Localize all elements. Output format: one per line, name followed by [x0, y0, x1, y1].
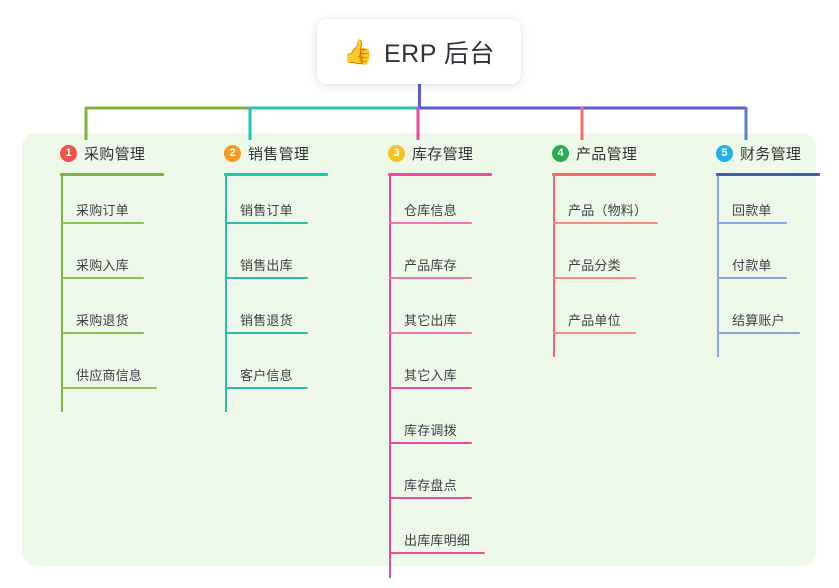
item-rule — [553, 332, 636, 334]
item-label: 结算账户 — [732, 313, 785, 328]
item-rule — [717, 332, 800, 334]
item-label: 客户信息 — [240, 368, 293, 383]
item-label: 供应商信息 — [76, 368, 143, 383]
item-label: 回款单 — [732, 203, 772, 218]
item-rule — [553, 222, 658, 224]
column-finance: 5 财务管理 回款单 付款单 结算账户 — [698, 141, 820, 357]
column-spine — [225, 176, 227, 412]
item-label: 库存盘点 — [404, 478, 457, 493]
item-rule — [61, 387, 157, 389]
item-label: 其它入库 — [404, 368, 457, 383]
column-header[interactable]: 1 采购管理 — [42, 141, 145, 165]
item-label: 付款单 — [732, 258, 772, 273]
item-rule — [61, 277, 144, 279]
column-header-rule — [552, 173, 656, 176]
item-label: 销售出库 — [240, 258, 293, 273]
column-spine — [389, 176, 391, 578]
column-header-rule — [60, 173, 164, 176]
item-label: 产品单位 — [568, 313, 621, 328]
column-header[interactable]: 2 销售管理 — [206, 141, 309, 165]
item-label: 库存调拨 — [404, 423, 457, 438]
item-label: 其它出库 — [404, 313, 457, 328]
item-label: 销售退货 — [240, 313, 293, 328]
root-node-card[interactable]: 👍 ERP 后台 — [317, 19, 521, 84]
thumbs-up-icon: 👍 — [343, 37, 373, 66]
item-rule — [717, 222, 787, 224]
item-rule — [389, 332, 472, 334]
item-rule — [389, 277, 472, 279]
column-title: 财务管理 — [740, 145, 802, 163]
column-spine — [553, 176, 555, 357]
item-label: 仓库信息 — [404, 203, 457, 218]
item-label: 产品（物料） — [568, 203, 648, 218]
column-product: 4 产品管理 产品（物料） 产品分类 产品单位 — [534, 141, 658, 357]
item-rule — [225, 332, 308, 334]
column-title: 产品管理 — [576, 145, 638, 163]
item-rule — [389, 552, 485, 554]
column-badge-1: 1 — [60, 144, 77, 162]
column-badge-2: 2 — [224, 144, 241, 162]
column-title: 库存管理 — [412, 145, 474, 163]
column-header[interactable]: 4 产品管理 — [534, 141, 637, 165]
item-label: 销售订单 — [240, 203, 293, 218]
column-inventory: 3 库存管理 仓库信息 产品库存 其它出库 其它入库 库存调拨 库存盘点 — [370, 141, 492, 578]
item-label: 出库库明细 — [404, 533, 471, 548]
column-header-rule — [388, 173, 492, 176]
column-header-rule — [224, 173, 328, 176]
item-rule — [389, 442, 472, 444]
column-title: 采购管理 — [84, 145, 146, 163]
column-spine — [61, 176, 63, 412]
column-header[interactable]: 5 财务管理 — [698, 141, 801, 165]
column-header-rule — [716, 173, 820, 176]
item-rule — [225, 222, 308, 224]
item-rule — [553, 277, 636, 279]
item-label: 产品库存 — [404, 258, 457, 273]
column-badge-3: 3 — [388, 144, 405, 162]
item-rule — [389, 497, 472, 499]
item-rule — [225, 387, 308, 389]
item-label: 采购退货 — [76, 313, 129, 328]
item-rule — [389, 387, 472, 389]
column-badge-5: 5 — [716, 144, 733, 162]
column-spine — [717, 176, 719, 357]
column-header[interactable]: 3 库存管理 — [370, 141, 473, 165]
column-purchase: 1 采购管理 采购订单 采购入库 采购退货 供应商信息 — [42, 141, 164, 412]
column-badge-4: 4 — [552, 144, 569, 162]
item-rule — [61, 222, 144, 224]
root-title: ERP 后台 — [383, 39, 495, 68]
item-rule — [61, 332, 144, 334]
item-rule — [225, 277, 308, 279]
item-label: 采购订单 — [76, 203, 129, 218]
item-rule — [717, 277, 787, 279]
column-title: 销售管理 — [248, 145, 310, 163]
item-rule — [389, 222, 472, 224]
item-label: 采购入库 — [76, 258, 129, 273]
item-label: 产品分类 — [568, 258, 621, 273]
content-panel — [22, 133, 816, 566]
column-sales: 2 销售管理 销售订单 销售出库 销售退货 客户信息 — [206, 141, 328, 412]
